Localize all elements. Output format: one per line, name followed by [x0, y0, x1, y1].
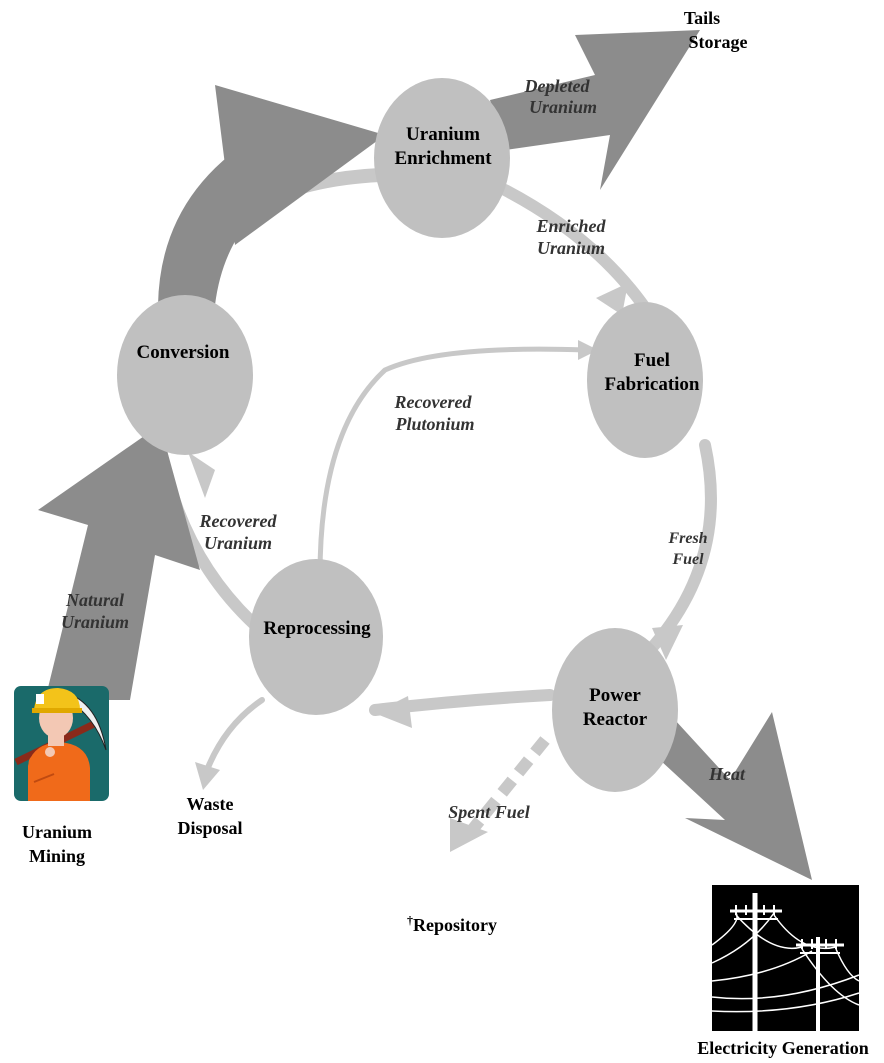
- connector-spent-fuel: [463, 736, 550, 839]
- miner-icon: [14, 686, 109, 801]
- node-enrichment: [374, 78, 510, 238]
- fresh-fuel-label-1: Fresh: [667, 530, 707, 547]
- electricity-label: Electricity Generation: [697, 1038, 868, 1058]
- arrow-to-enrichment-head: [215, 85, 385, 245]
- cycle-connectors: [154, 168, 717, 839]
- node-conversion: [117, 295, 253, 455]
- fabrication-label-1: Fuel: [634, 350, 670, 371]
- arrowhead-fresh-fuel: [652, 625, 683, 660]
- main-arrows: [38, 425, 200, 700]
- process-nodes: [117, 78, 703, 792]
- reactor-label-2: Reactor: [583, 709, 648, 730]
- natural-label-1: Natural: [65, 590, 124, 610]
- flow-labels: Depleted Uranium Enriched Uranium Recove…: [61, 76, 746, 822]
- reactor-label-1: Power: [589, 685, 641, 706]
- connector-waste: [204, 697, 265, 773]
- tails-label-2: Storage: [689, 32, 748, 52]
- heat-label: Heat: [708, 764, 746, 784]
- conversion-label: Conversion: [137, 342, 230, 363]
- arrowhead-enriched: [596, 283, 628, 315]
- arrowhead-recovered-uranium: [188, 452, 215, 498]
- node-reprocessing: [249, 559, 383, 715]
- natural-label-2: Uranium: [61, 612, 129, 632]
- output-labels: Tails Storage Waste Disposal Uranium Min…: [22, 8, 869, 1058]
- spent-fuel-label: Spent Fuel: [448, 802, 530, 822]
- fresh-fuel-label-2: Fuel: [671, 551, 704, 568]
- reprocessing-label: Reprocessing: [263, 618, 371, 639]
- arrow-heat: [660, 712, 812, 880]
- depleted-label-2: Uranium: [529, 97, 597, 117]
- enrichment-label-1: Uranium: [406, 124, 480, 145]
- recovered-uranium-label-2: Uranium: [204, 533, 272, 553]
- repository-label: †Repository: [407, 913, 497, 935]
- node-fabrication: [587, 302, 703, 458]
- arrowhead-plutonium: [578, 340, 598, 360]
- tails-label-1: Tails: [684, 8, 720, 28]
- waste-label-1: Waste: [187, 794, 234, 814]
- arrowhead-to-reprocessing: [374, 696, 412, 728]
- arrow-depleted-uranium: [490, 30, 700, 190]
- arrowhead-waste: [195, 762, 220, 790]
- node-reactor: [552, 628, 678, 792]
- waste-label-2: Disposal: [177, 818, 242, 838]
- mining-label-2: Mining: [29, 846, 85, 866]
- enriched-label-2: Uranium: [537, 238, 605, 258]
- mining-label-1: Uranium: [22, 822, 92, 842]
- node-labels: Conversion Uranium Enrichment Fuel Fabri…: [137, 124, 700, 730]
- depleted-label-1: Depleted: [524, 76, 591, 96]
- arrow-natural-uranium: [38, 425, 200, 700]
- repository-text: Repository: [413, 915, 497, 935]
- connector-plutonium: [317, 346, 588, 578]
- plutonium-label-2: Plutonium: [394, 414, 474, 434]
- connector-enrichment-fabrication: [499, 184, 656, 321]
- recovered-uranium-label-1: Recovered: [199, 511, 278, 531]
- repository-dagger: †: [407, 913, 413, 927]
- enrichment-label-2: Enrichment: [394, 148, 492, 169]
- main-arrows-heads: [158, 30, 812, 880]
- cycle-arrowheads: [188, 283, 683, 852]
- enriched-label-1: Enriched: [535, 216, 606, 236]
- fabrication-label-2: Fabrication: [605, 374, 700, 395]
- plutonium-label-1: Recovered: [394, 392, 473, 412]
- connector-fabrication-reactor: [644, 439, 717, 656]
- power-lines-icon: [711, 885, 860, 1031]
- arrowhead-spent-fuel: [450, 818, 488, 852]
